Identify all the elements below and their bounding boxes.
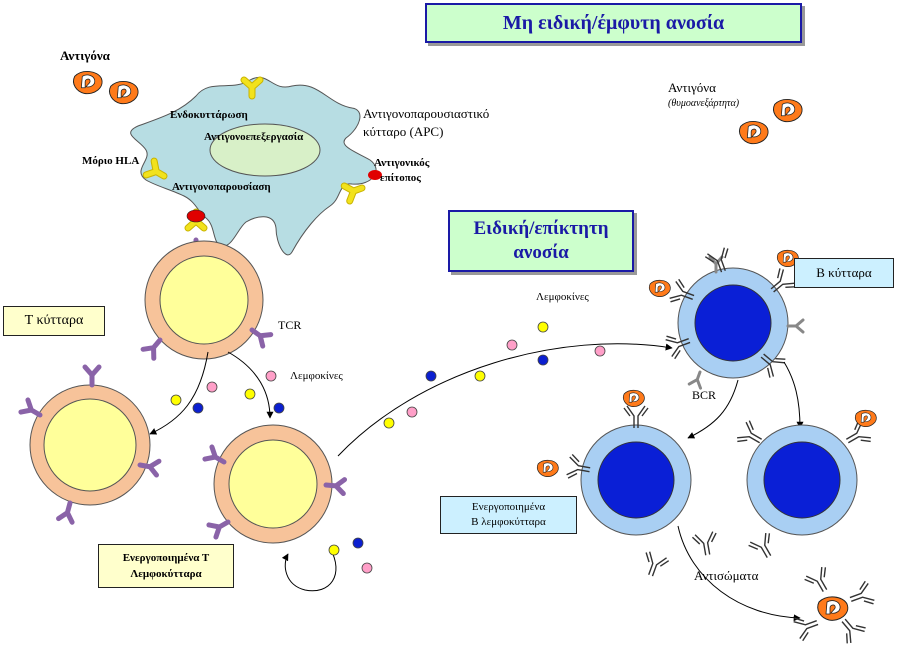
activated-b-label: Ενεργοποιημένα Β λεμφοκύτταρα [440, 496, 577, 534]
apc-label-line2: κύτταρο (APC) [363, 124, 444, 139]
arrow [337, 343, 673, 457]
cytokine [406, 406, 418, 418]
antigen-icon [73, 70, 103, 95]
antigens-left-label: Αντιγόνα [60, 48, 110, 63]
arrow [227, 351, 274, 419]
cytokine [328, 544, 340, 556]
t-cell-nucleus [228, 439, 318, 529]
bcr-receptor [786, 318, 805, 334]
adaptive-immunity-title: Ειδική/επίκτητη ανοσία [448, 210, 634, 272]
apc-label-line1: Αντιγονοπαρουσιαστικό [363, 106, 490, 121]
arrow [783, 361, 804, 429]
cytokine [244, 388, 256, 400]
epitope-label-line1: Αντιγονικός [374, 157, 430, 169]
antigen-presentation-label: Αντιγονοπαρουσίαση [172, 181, 271, 193]
bcr-label: BCR [692, 388, 717, 402]
lymphokines-right-label: Λεμφοκίνες [536, 291, 589, 303]
antigen-icon [817, 596, 849, 621]
arrow [677, 525, 801, 622]
antigen-icon [648, 279, 671, 297]
hla-label: Μόριο HLA [82, 155, 140, 167]
endocytosis-label: Ενδοκυττάρωση [170, 109, 248, 121]
arrow [149, 351, 209, 435]
cytokine [361, 562, 373, 574]
cytokine [537, 321, 549, 333]
cytokine [594, 345, 606, 357]
cytokine [170, 394, 182, 406]
tcr-receptor [59, 501, 77, 522]
cytokine [273, 402, 285, 414]
cytokine [383, 417, 395, 429]
cytokine [425, 370, 437, 382]
b-cell-nucleus [597, 441, 675, 519]
tcr-receptor [85, 367, 99, 385]
antibody-icon [638, 549, 671, 581]
adaptive-title-line1: Ειδική/επίκτητη [473, 218, 609, 239]
adaptive-title-line2: ανοσία [513, 242, 569, 263]
cytokine [206, 381, 218, 393]
antigens-right-sublabel: (θυμοανεξάρτητα) [668, 98, 740, 109]
antigen-processing-label: Αντιγονοεπεξεργασία [204, 131, 304, 143]
b-cell-nucleus [763, 441, 841, 519]
cytokine [474, 370, 486, 382]
arrow [281, 547, 337, 592]
cytokine [352, 537, 364, 549]
b-cell-nucleus [694, 284, 772, 362]
t-cell-nucleus [159, 255, 249, 345]
cytokine [192, 402, 204, 414]
b-cells-label: Β κύτταρα [794, 258, 894, 288]
cytokine [506, 339, 518, 351]
apc-nucleus [209, 123, 321, 177]
t-cells-label: Τ κύτταρα [3, 306, 105, 336]
antibody-icon [746, 530, 781, 564]
cytokine [537, 354, 549, 366]
antigen-icon [622, 389, 645, 407]
arrow [687, 379, 739, 439]
activated-t-label: Ενεργοποιημένα Τ Λεμφοκύτταρα [98, 544, 234, 588]
t-cell-nucleus [43, 398, 137, 492]
antigens-right-label: Αντιγόνα [668, 80, 716, 95]
antigen-icon [854, 409, 877, 427]
innate-immunity-title: Μη ειδική/έμφυτη ανοσία [425, 3, 802, 43]
epitope-red [186, 209, 206, 223]
antibody-icon [802, 564, 837, 598]
epitope-red [368, 170, 382, 180]
cytokine [265, 370, 277, 382]
lymphokines-left-label: Λεμφοκίνες [290, 370, 343, 382]
epitope-label-line2: επίτοπος [380, 172, 421, 184]
tcr-receptor [143, 336, 165, 359]
antibody-icon [691, 530, 721, 558]
antigen-icon [773, 98, 803, 123]
antibody-icon [791, 610, 823, 643]
antigen-icon [109, 80, 139, 105]
antigen-icon [536, 459, 559, 477]
antibody-icon [845, 579, 877, 612]
bcr-receptor [687, 368, 708, 390]
tcr-label: TCR [278, 318, 302, 332]
antibodies-label: Αντισώματα [694, 568, 759, 583]
antigen-icon [739, 120, 769, 145]
